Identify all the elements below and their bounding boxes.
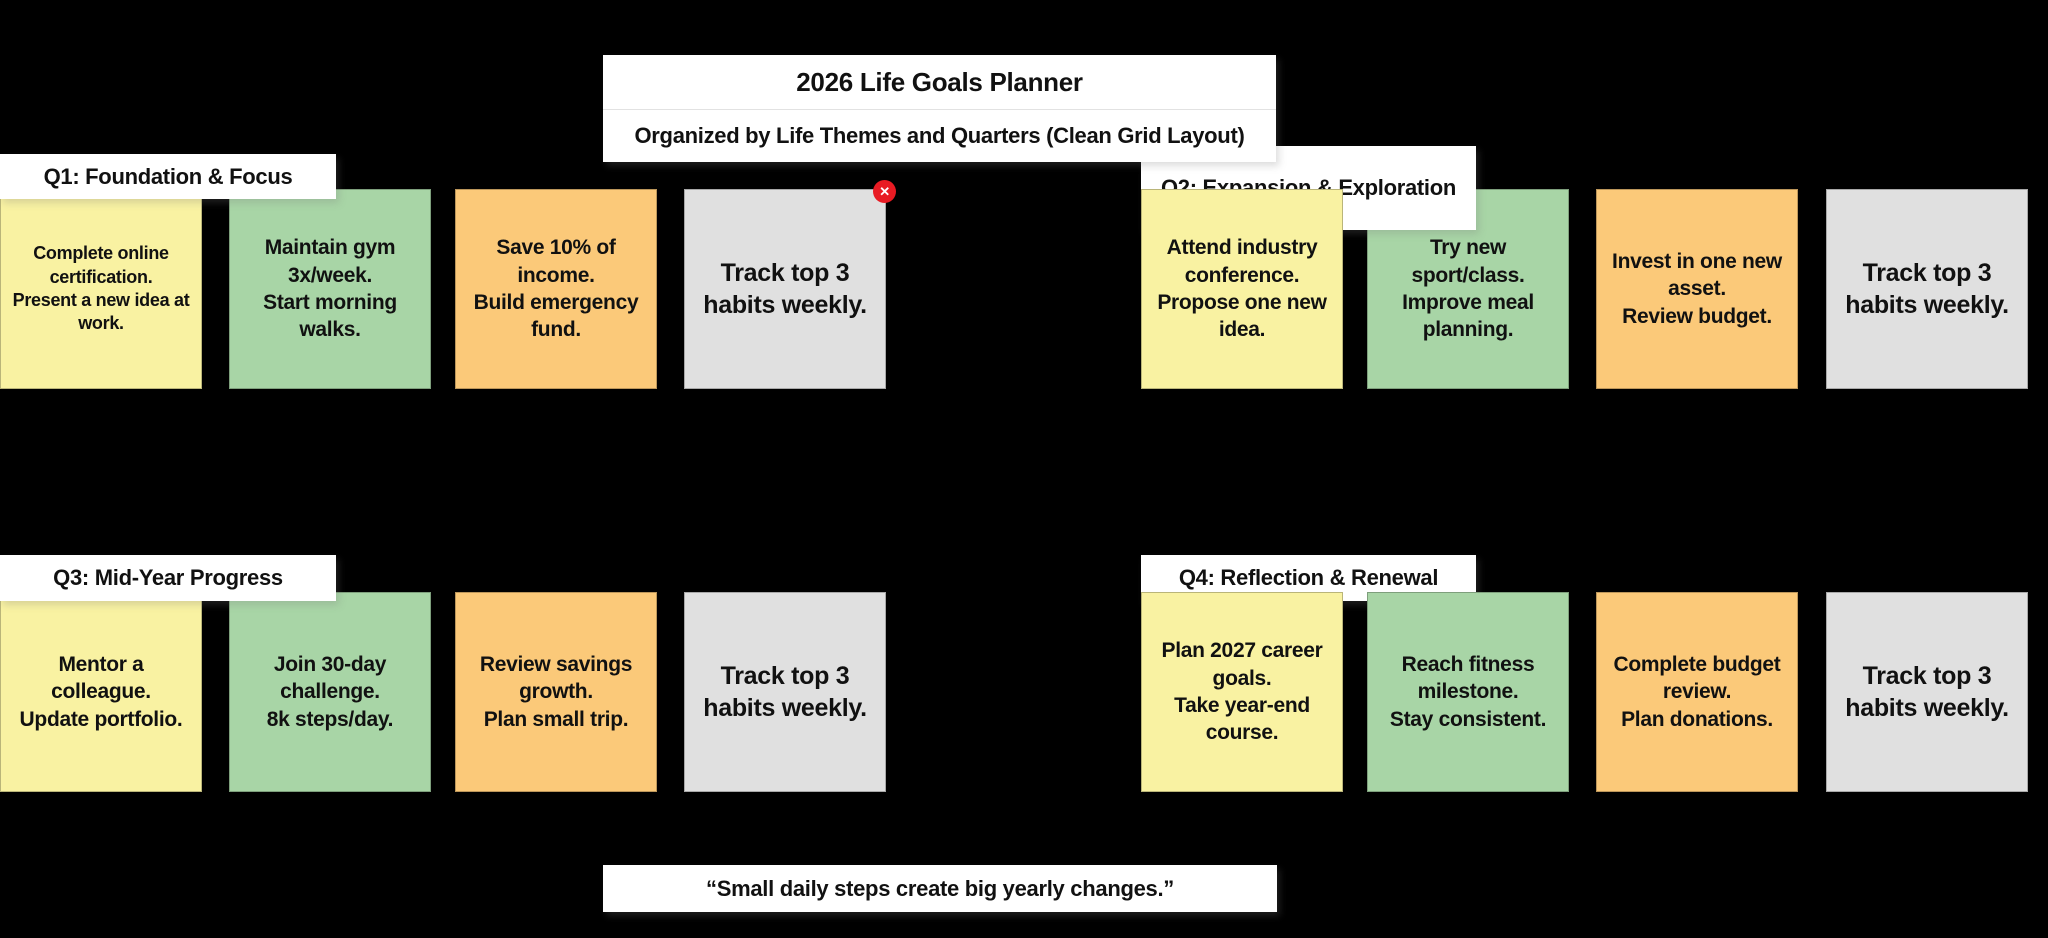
title-panel: 2026 Life Goals Planner Organized by Lif… [603,55,1276,162]
sticky-note-q1-finance[interactable]: Save 10% of income. Build emergency fund… [455,189,657,389]
page-title: 2026 Life Goals Planner [603,55,1276,110]
quarter-header-q1: Q1: Foundation & Focus [0,154,336,199]
sticky-note-q4-habits[interactable]: Track top 3 habits weekly. [1826,592,2028,792]
sticky-note-q4-finance[interactable]: Complete budget review. Plan donations. [1596,592,1798,792]
sticky-note-q3-habits[interactable]: Track top 3 habits weekly. [684,592,886,792]
sticky-note-text: Track top 3 habits weekly. [703,258,867,320]
sticky-note-q4-health[interactable]: Reach fitness milestone. Stay consistent… [1367,592,1569,792]
sticky-note-q2-finance[interactable]: Invest in one new asset. Review budget. [1596,189,1798,389]
quarter-header-q3: Q3: Mid-Year Progress [0,555,336,601]
sticky-note-q2-career[interactable]: Attend industry conference. Propose one … [1141,189,1343,389]
sticky-note-q2-habits[interactable]: Track top 3 habits weekly. [1826,189,2028,389]
close-icon[interactable]: ✕ [873,180,896,203]
sticky-note-q3-career[interactable]: Mentor a colleague. Update portfolio. [0,592,202,792]
sticky-note-q3-finance[interactable]: Review savings growth. Plan small trip. [455,592,657,792]
sticky-note-q4-career[interactable]: Plan 2027 career goals. Take year-end co… [1141,592,1343,792]
motivation-quote: “Small daily steps create big yearly cha… [603,865,1277,912]
sticky-note-q3-health[interactable]: Join 30-day challenge. 8k steps/day. [229,592,431,792]
sticky-note-q1-health[interactable]: Maintain gym 3x/week. Start morning walk… [229,189,431,389]
sticky-note-q1-habits[interactable]: Track top 3 habits weekly. ✕ [684,180,896,389]
sticky-note-q1-career[interactable]: Complete online certification. Present a… [0,189,202,389]
page-subtitle: Organized by Life Themes and Quarters (C… [634,122,1245,148]
